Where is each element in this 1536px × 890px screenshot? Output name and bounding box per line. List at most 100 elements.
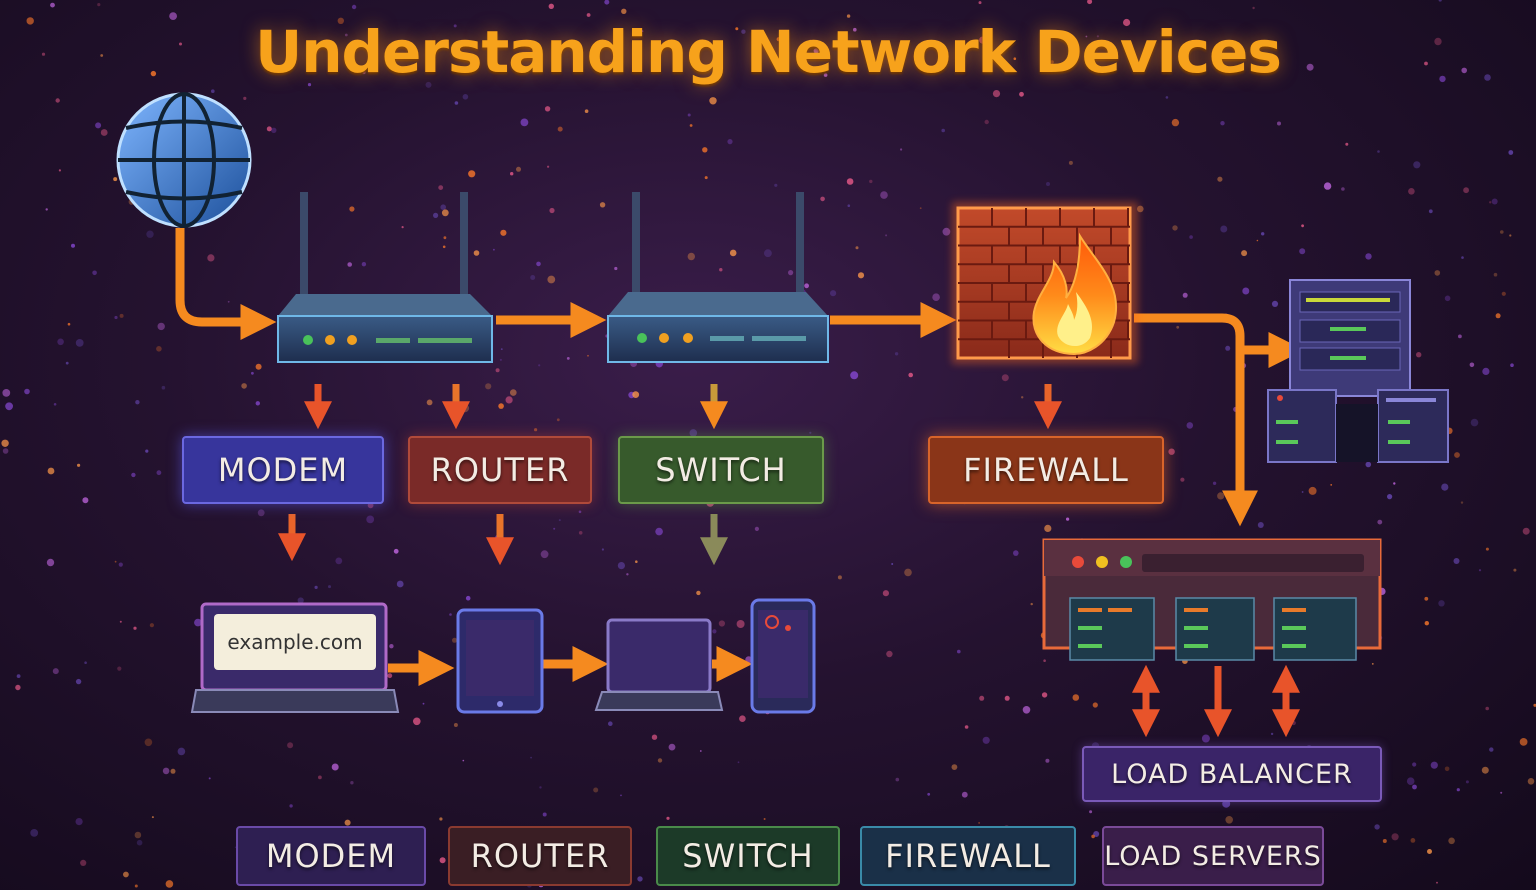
star-dot (1066, 517, 1070, 521)
star-dot (1408, 188, 1415, 195)
star-dot (150, 70, 157, 77)
star-dot (1092, 702, 1098, 708)
star-dot (1301, 224, 1304, 228)
star-dot (632, 46, 635, 49)
star-dot (1463, 187, 1469, 194)
star-dot (1371, 663, 1374, 665)
star-dot (493, 248, 495, 251)
star-dot (75, 678, 82, 685)
load-balancer-label: LOAD BALANCER (1082, 746, 1382, 802)
star-dot (837, 575, 842, 580)
star-dot (1256, 239, 1259, 242)
star-dot (134, 884, 138, 888)
star-dot (936, 46, 942, 52)
star-dot (601, 548, 605, 551)
star-dot (95, 122, 102, 129)
star-dot (169, 12, 178, 20)
star-dot (100, 129, 108, 136)
star-dot (655, 527, 663, 536)
star-dot (895, 777, 900, 782)
star-dot (1424, 621, 1430, 626)
star-dot (804, 283, 809, 289)
star-dot (919, 207, 922, 210)
star-dot (117, 666, 122, 671)
star-dot (462, 94, 469, 100)
star-dot (608, 61, 615, 68)
star-dot (113, 177, 118, 182)
star-dot (1519, 738, 1528, 746)
star-dot (443, 236, 447, 240)
star-dot (1485, 547, 1489, 551)
star-dot (566, 357, 570, 360)
star-dot (47, 467, 55, 475)
star-dot (1299, 248, 1306, 255)
star-dot (657, 758, 663, 763)
star-dot (1030, 602, 1033, 606)
star-dot (1271, 300, 1279, 307)
star-dot (52, 668, 59, 675)
star-dot (135, 400, 140, 405)
star-dot (442, 245, 446, 249)
star-dot (1013, 57, 1017, 60)
star-dot (735, 27, 739, 31)
star-dot (1089, 810, 1093, 814)
star-dot (927, 792, 931, 796)
star-dot (1323, 182, 1332, 190)
star-dot (1484, 74, 1491, 81)
star-dot (331, 763, 339, 771)
star-dot (441, 209, 449, 217)
star-dot (1217, 492, 1225, 500)
star-dot (5, 402, 13, 411)
star-dot (1387, 494, 1393, 500)
star-dot (1365, 253, 1372, 260)
star-dot (439, 817, 443, 821)
globe-icon (116, 92, 252, 228)
star-dot (1072, 694, 1080, 701)
star-dot (584, 109, 589, 113)
star-dot (626, 573, 629, 576)
star-dot (349, 206, 355, 212)
star-dot (979, 695, 985, 701)
star-dot (1270, 732, 1274, 736)
legend-modem: MODEM (236, 826, 426, 886)
star-dot (544, 106, 551, 112)
star-dot (1436, 881, 1438, 884)
star-dot (846, 178, 854, 185)
server-rack-icon (1267, 279, 1449, 463)
star-dot (1306, 63, 1314, 71)
laptop-url-bar: example.com (214, 614, 376, 670)
star-dot (586, 13, 591, 17)
star-dot (942, 227, 951, 236)
star-dot (146, 230, 154, 238)
star-dot (499, 358, 502, 361)
star-dot (58, 169, 62, 172)
arrow-globe-to-modem (175, 228, 277, 340)
star-dot (1501, 291, 1506, 296)
star-dot (702, 147, 708, 153)
star-dot (857, 272, 865, 279)
star-dot (869, 179, 873, 184)
star-dot (830, 290, 837, 297)
star-dot (1428, 209, 1433, 214)
star-dot (1491, 198, 1498, 205)
star-dot (635, 560, 638, 563)
star-dot (387, 673, 393, 679)
switch-device-icon (607, 192, 829, 363)
star-dot (894, 352, 899, 356)
star-dot (853, 27, 857, 32)
star-dot (637, 876, 643, 882)
star-dot (532, 65, 536, 69)
star-dot (736, 620, 745, 628)
load-balancer-icon (1042, 538, 1382, 661)
star-dot (1461, 67, 1467, 74)
star-dot (1482, 367, 1490, 375)
star-dot (1022, 706, 1031, 714)
star-dot (1252, 6, 1255, 10)
star-dot (557, 126, 563, 132)
star-dot (776, 37, 781, 42)
star-dot (1441, 483, 1449, 491)
star-dot (426, 399, 433, 406)
star-dot (578, 510, 582, 514)
star-dot (55, 98, 60, 103)
star-dot (604, 0, 610, 5)
